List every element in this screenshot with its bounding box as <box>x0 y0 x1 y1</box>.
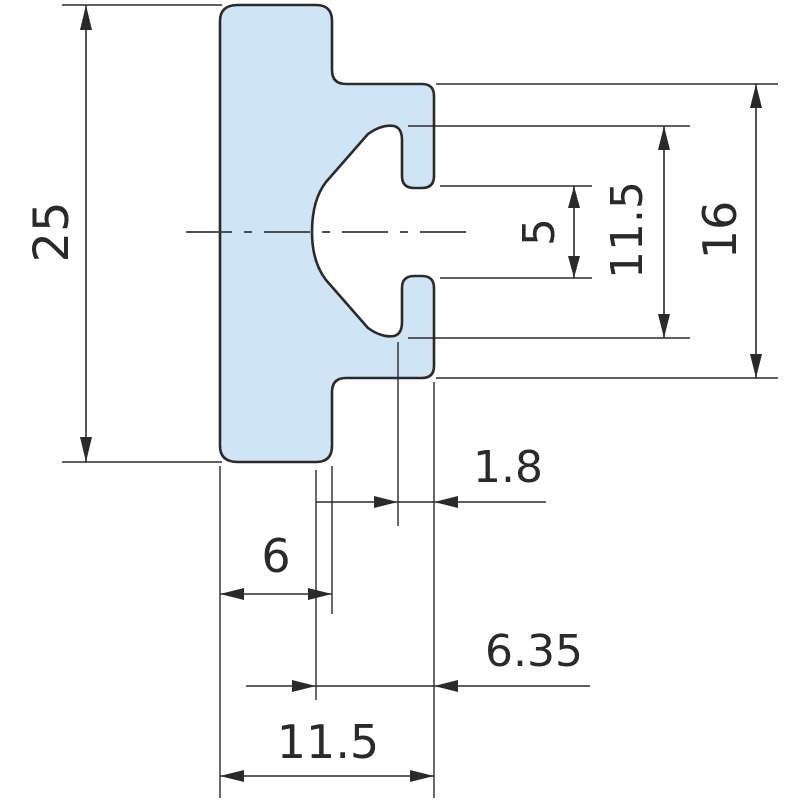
arrow-opening-bottom <box>568 256 580 278</box>
dimension-label-slot-opening: 5 <box>514 218 565 246</box>
arrow-flange-bottom <box>750 354 762 378</box>
arrow-height-top <box>80 5 92 30</box>
profile-body <box>218 3 436 464</box>
dimension-label-flange-height: 16 <box>693 201 747 260</box>
dimension-label-height-total: 25 <box>24 201 80 262</box>
arrow-lip-right <box>434 496 458 508</box>
arrow-slot-offset-left <box>292 680 316 692</box>
arrow-width-right <box>410 770 434 782</box>
arrow-base-left <box>220 588 244 600</box>
arrow-width-left <box>220 770 244 782</box>
arrow-opening-top <box>568 186 580 208</box>
arrow-outer-slot-bottom <box>658 314 670 338</box>
arrow-height-bottom <box>80 437 92 462</box>
dimension-label-width-total: 11.5 <box>277 715 379 769</box>
arrow-base-right <box>308 588 332 600</box>
arrow-flange-top <box>750 84 762 108</box>
arrow-lip-left <box>374 496 398 508</box>
dimension-label-base-thickness: 6 <box>261 529 290 583</box>
dimension-label-slot-offset: 6.35 <box>485 626 583 677</box>
dimension-label-lip-thickness: 1.8 <box>473 442 543 493</box>
arrow-slot-offset-right <box>434 680 458 692</box>
arrow-outer-slot-top <box>658 126 670 150</box>
dimension-label-outer-slot: 11.5 <box>602 181 653 279</box>
